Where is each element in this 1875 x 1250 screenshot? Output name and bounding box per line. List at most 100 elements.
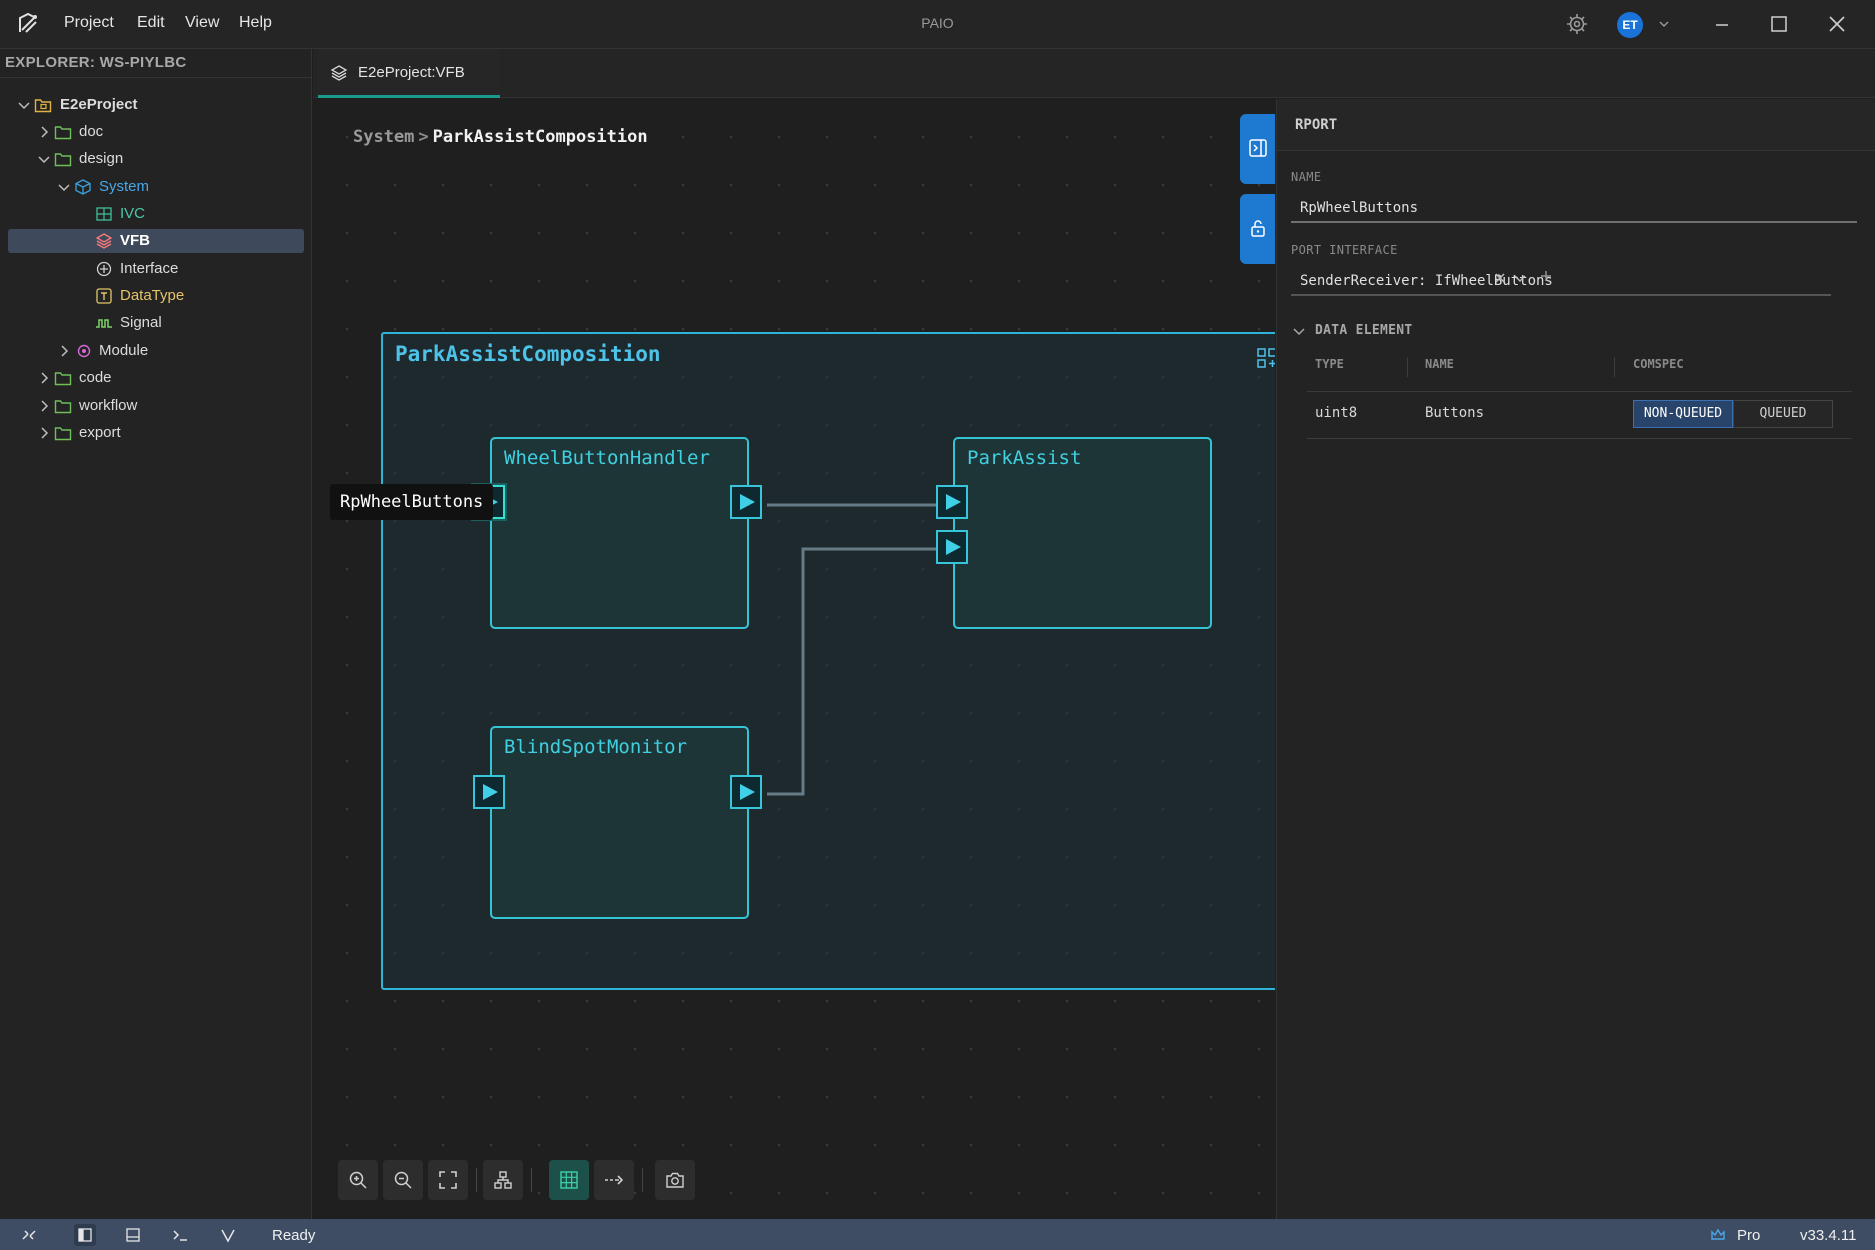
tree-item-ivc[interactable]: IVC: [8, 202, 304, 226]
play-arrow-icon: [946, 494, 961, 510]
maximize-icon[interactable]: [1767, 12, 1791, 36]
layout-icon[interactable]: [1255, 346, 1275, 370]
version-control-button[interactable]: [217, 1224, 239, 1246]
port-name-field[interactable]: RpWheelButtons: [1291, 191, 1857, 223]
app-logo-icon[interactable]: [14, 10, 42, 38]
component-blindspotmonitor[interactable]: BlindSpotMonitor: [490, 726, 749, 919]
sidebar-layout-icon: [78, 1228, 92, 1242]
component-parkassist[interactable]: ParkAssist: [953, 437, 1212, 629]
column-header-type: TYPE: [1315, 357, 1344, 371]
table-divider: [1307, 438, 1852, 439]
comspec-non-queued-button[interactable]: NON-QUEUED: [1633, 400, 1733, 428]
menu-project[interactable]: Project: [64, 14, 114, 31]
column-divider: [1407, 357, 1408, 377]
breadcrumb-separator: >: [418, 127, 429, 147]
tree-item-label: Module: [99, 342, 149, 359]
tree-item-export[interactable]: export: [8, 421, 304, 445]
toolbar-divider: [531, 1168, 532, 1192]
table-divider: [1307, 391, 1852, 392]
toggle-panel-button[interactable]: [1240, 114, 1275, 184]
terminal-button[interactable]: [169, 1224, 191, 1246]
tree-item-datatype[interactable]: DataType: [8, 284, 304, 308]
tree-item-doc[interactable]: doc: [8, 120, 304, 144]
chevron-down-icon: [1293, 328, 1305, 336]
cube-icon: [75, 179, 91, 195]
connector-style-button[interactable]: [594, 1160, 634, 1200]
breadcrumb-current: ParkAssistComposition: [432, 127, 648, 147]
vfb-canvas[interactable]: System>ParkAssistComposition ParkAssistC…: [313, 99, 1275, 1219]
zoom-in-button[interactable]: [338, 1160, 378, 1200]
chevron-right-icon[interactable]: [36, 398, 52, 414]
chevron-down-icon[interactable]: [1656, 16, 1672, 32]
play-arrow-icon: [946, 539, 961, 555]
tree-item-design[interactable]: design: [8, 147, 304, 171]
comspec-queued-button[interactable]: QUEUED: [1733, 400, 1833, 428]
row-name-cell[interactable]: Buttons: [1425, 405, 1485, 421]
breadcrumb-parent[interactable]: System: [353, 127, 415, 147]
port-parkassist-in-1[interactable]: [936, 485, 968, 519]
interface-icon: [96, 261, 112, 277]
tree-item-code[interactable]: code: [8, 366, 304, 390]
menu-edit[interactable]: Edit: [137, 14, 165, 31]
folder-icon: [54, 400, 72, 414]
tree-item-label: Signal: [120, 314, 162, 331]
chevron-down-icon[interactable]: [36, 151, 52, 167]
tree-item-interface[interactable]: Interface: [8, 257, 304, 281]
chevron-down-icon[interactable]: [1512, 270, 1528, 286]
toggle-sidebar-button[interactable]: [74, 1224, 96, 1246]
tree-item-module[interactable]: Module: [8, 339, 304, 363]
component-wheelbuttonhandler[interactable]: WheelButtonHandler: [490, 437, 749, 629]
chevron-right-icon[interactable]: [36, 425, 52, 441]
settings-gear-icon[interactable]: [1565, 12, 1589, 36]
column-header-name: NAME: [1425, 357, 1454, 371]
component-title: WheelButtonHandler: [504, 447, 710, 469]
tree-item-workflow[interactable]: workflow: [8, 394, 304, 418]
chevron-down-icon[interactable]: [16, 97, 32, 113]
port-interface-select[interactable]: SenderReceiver: IfWheelButtons: [1291, 264, 1831, 296]
chevron-right-icon[interactable]: [36, 370, 52, 386]
column-divider: [1614, 357, 1615, 377]
unlock-button[interactable]: [1240, 194, 1275, 264]
row-type-cell: uint8: [1315, 405, 1358, 421]
port-wheelbuttonhandler-out[interactable]: [730, 485, 762, 519]
plan-label[interactable]: Pro: [1737, 1227, 1761, 1244]
menu-view[interactable]: View: [185, 14, 220, 31]
editor-tab-bar: E2eProject:VFB: [313, 49, 1875, 98]
port-parkassist-in-2[interactable]: [936, 530, 968, 564]
explorer-panel: EXPLORER: WS-PIYLBC E2eProject doc desig…: [0, 49, 312, 1219]
close-icon[interactable]: [1825, 12, 1849, 36]
fit-view-button[interactable]: [428, 1160, 468, 1200]
menu-help[interactable]: Help: [239, 14, 272, 31]
terminal-icon: [173, 1230, 187, 1241]
screenshot-button[interactable]: [655, 1160, 695, 1200]
explorer-title: EXPLORER: WS-PIYLBC: [5, 54, 187, 71]
chevron-down-icon[interactable]: [56, 179, 72, 195]
minimize-icon[interactable]: [1710, 12, 1734, 36]
tree-item-signal[interactable]: Signal: [8, 311, 304, 335]
fullscreen-icon: [439, 1171, 457, 1189]
tab-e2eproject-vfb[interactable]: E2eProject:VFB: [318, 49, 500, 98]
tree-item-system[interactable]: System: [8, 175, 304, 199]
user-avatar[interactable]: ET: [1617, 12, 1643, 38]
chevron-right-icon[interactable]: [56, 343, 72, 359]
zoom-out-button[interactable]: [383, 1160, 423, 1200]
status-bar: Ready Pro v33.4.11: [0, 1219, 1875, 1250]
grid-toggle-button[interactable]: [549, 1160, 589, 1200]
branch-v-icon: [221, 1229, 235, 1243]
name-label: NAME: [1291, 170, 1322, 184]
properties-panel: RPORT NAME RpWheelButtons PORT INTERFACE…: [1276, 99, 1875, 1219]
tree-item-e2eproject[interactable]: E2eProject: [8, 93, 304, 117]
add-icon[interactable]: [1538, 268, 1554, 284]
auto-layout-button[interactable]: [483, 1160, 523, 1200]
chevron-right-icon[interactable]: [36, 124, 52, 140]
component-title: ParkAssist: [967, 447, 1082, 469]
port-blindspotmonitor-in[interactable]: [473, 775, 505, 809]
port-blindspotmonitor-out[interactable]: [730, 775, 762, 809]
folder-icon: [54, 126, 72, 140]
toggle-bottom-panel-button[interactable]: [122, 1224, 144, 1246]
clear-icon[interactable]: [1492, 270, 1508, 286]
title-bar: Project Edit View Help PAIO ET: [0, 0, 1875, 49]
remote-button[interactable]: [18, 1224, 40, 1246]
tree-item-vfb[interactable]: VFB: [8, 229, 304, 253]
toolbar-divider: [642, 1168, 643, 1192]
